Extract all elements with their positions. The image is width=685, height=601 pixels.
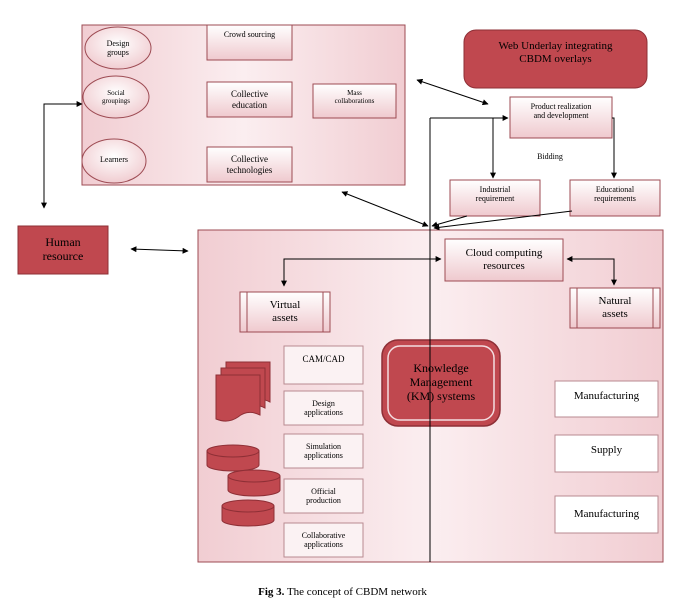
mass-collaborations-box — [312, 83, 397, 119]
product-realization-label: Product realization and development — [530, 101, 592, 120]
social-groupings-label: Social groupings — [102, 88, 130, 105]
educational-to-hub-arrow — [433, 210, 573, 231]
social-groupings-ellipse — [82, 75, 150, 119]
design-applications-label: Design applications — [304, 398, 343, 417]
simulation-applications-box — [283, 433, 364, 469]
caption-text: The concept of CBDM network — [284, 586, 427, 598]
design-applications-box — [283, 390, 364, 426]
manufacturing-2-box — [554, 495, 659, 534]
industrial-requirement-box — [449, 179, 541, 217]
figure-caption: Fig 3. The concept of CBDM network — [0, 586, 685, 598]
km-systems-label: Knowledge Management (KM) systems — [406, 361, 476, 403]
official-production-label: Official production — [306, 486, 341, 505]
collective-technologies-box — [206, 146, 293, 183]
database-icon-2 — [227, 469, 281, 497]
web-underlay-box — [463, 29, 648, 89]
human-resource-to-main-arrow — [130, 246, 189, 254]
km-systems-outer — [381, 339, 501, 427]
product-to-educational-arrow — [611, 117, 617, 179]
collective-education-label: Collective education — [231, 89, 268, 110]
design-groups-label: Design groups — [106, 38, 130, 57]
human-resource-label: Human resource — [42, 235, 84, 263]
supply-label: Supply — [590, 443, 623, 456]
crowd-sourcing-box — [206, 24, 293, 61]
virtual-assets-box — [239, 291, 331, 333]
mass-collaborations-label: Mass collaborations — [334, 88, 375, 105]
panel-to-product-arrow — [416, 78, 489, 106]
cam-cad-label: CAM/CAD — [302, 353, 345, 364]
natural-assets-label: Natural assets — [598, 295, 632, 320]
bidding-label: Bidding — [537, 152, 563, 162]
simulation-applications-label: Simulation applications — [304, 441, 343, 460]
official-production-box — [283, 478, 364, 514]
panel-to-hub-arrow — [341, 191, 429, 227]
database-icon-1 — [206, 444, 260, 472]
natural-assets-box — [569, 287, 661, 329]
learners-label: Learners — [100, 155, 128, 165]
collaborative-applications-box — [283, 522, 364, 558]
cloud-computing-box — [444, 238, 564, 282]
database-icon-3 — [221, 499, 275, 527]
supply-box — [554, 434, 659, 473]
collective-technologies-label: Collective technologies — [226, 154, 273, 175]
web-underlay-label: Web Underlay integrating CBDM overlays — [498, 40, 613, 65]
km-systems-inner — [387, 345, 495, 421]
cloud-to-natural-arrow — [566, 256, 617, 286]
industrial-requirement-label: Industrial requirement — [475, 184, 515, 203]
design-groups-ellipse — [84, 26, 152, 70]
manufacturing-1-box — [554, 380, 659, 418]
caption-label: Fig 3. — [258, 586, 285, 598]
panel-to-human-resource-arrow — [41, 101, 83, 209]
industrial-to-hub-arrow — [431, 215, 468, 228]
cloud-to-virtual-arrow — [281, 256, 442, 287]
educational-requirements-box — [569, 179, 661, 217]
manufacturing-1-label: Manufacturing — [573, 389, 640, 402]
manufacturing-2-label: Manufacturing — [573, 508, 640, 521]
crowd-sourcing-label: Crowd sourcing — [223, 30, 276, 40]
document-stack-icon — [215, 361, 271, 422]
human-resource-box — [17, 225, 109, 275]
product-realization-box — [509, 96, 613, 139]
cloud-computing-label: Cloud computing resources — [465, 247, 543, 272]
virtual-assets-label: Virtual assets — [269, 299, 301, 324]
educational-requirements-label: Educational requirements — [594, 184, 636, 203]
collaborative-applications-label: Collaborative applications — [301, 530, 346, 549]
collective-education-box — [206, 81, 293, 118]
cam-cad-box — [283, 345, 364, 385]
